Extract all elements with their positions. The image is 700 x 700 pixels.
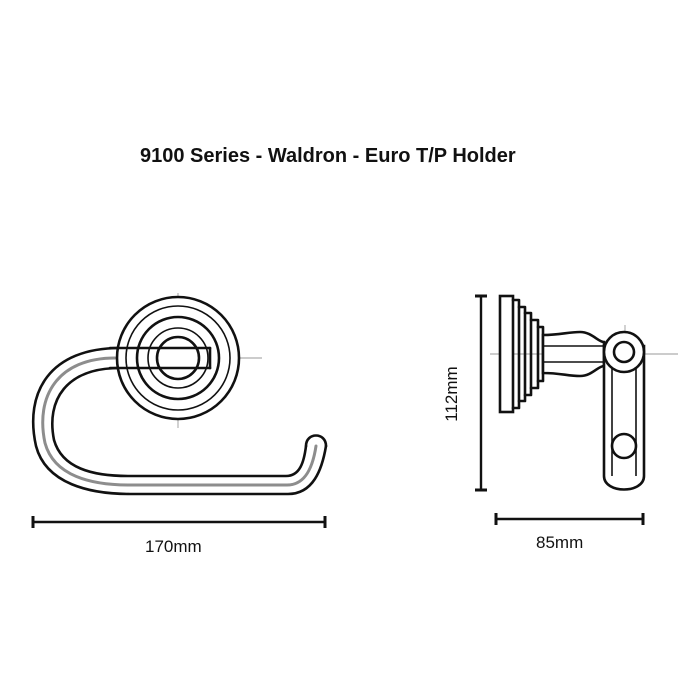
- side-height-label: 112mm: [442, 366, 461, 422]
- backplate-step-2: [517, 305, 527, 403]
- rosette-ring-2: [125, 305, 231, 411]
- side-view: [490, 294, 678, 491]
- backplate: [498, 294, 515, 414]
- side-depth-label: 85mm: [536, 533, 584, 552]
- drawing-title: 9100 Series - Waldron - Euro T/P Holder: [140, 145, 516, 167]
- front-width-label: 170mm: [145, 537, 202, 556]
- rosette-ring-3: [135, 315, 221, 401]
- pivot-outer: [602, 330, 646, 374]
- backplate-step-4: [529, 318, 540, 390]
- arm-highlight: [41, 356, 318, 487]
- side-depth-dimension: [494, 513, 645, 525]
- backplate-step-1: [511, 298, 521, 410]
- arm-tip: [304, 434, 328, 448]
- pivot-inner: [612, 340, 636, 364]
- side-height-dimension: [475, 294, 487, 492]
- backplate-step-3: [523, 311, 533, 397]
- rosette-outer-ring: [115, 295, 241, 421]
- neck: [541, 330, 606, 378]
- arm-tip-end: [610, 432, 638, 460]
- front-width-dimension: [31, 516, 327, 528]
- arm-outer-outline: [31, 346, 328, 496]
- arm-inner-outline: [51, 366, 308, 478]
- rosette-center-boss: [155, 335, 201, 381]
- rosette-ring-4: [147, 327, 209, 389]
- front-view: [31, 293, 328, 496]
